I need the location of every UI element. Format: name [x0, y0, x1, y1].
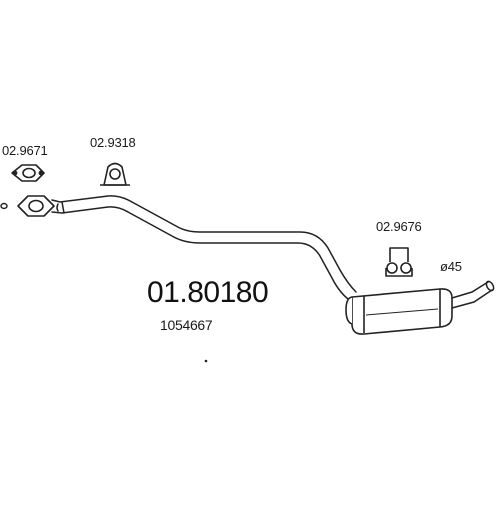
clamp-icon	[100, 162, 130, 186]
oem-number: 1054667	[160, 317, 213, 333]
gasket-part-number[interactable]: 02.9671	[2, 143, 48, 158]
silencer	[345, 288, 453, 335]
clamp-part-number[interactable]: 02.9318	[90, 135, 136, 150]
hanger-icon	[385, 247, 413, 277]
inlet-flange	[17, 195, 55, 217]
dot-mark	[204, 359, 208, 363]
gasket-icon	[11, 164, 45, 182]
main-part-number[interactable]: 01.80180	[147, 276, 269, 309]
tail-pipe	[451, 280, 495, 309]
main-pipe	[51, 195, 357, 303]
diameter-label: ø45	[440, 259, 462, 274]
hanger-part-number[interactable]: 02.9676	[376, 219, 422, 234]
inlet-stub	[0, 202, 8, 210]
